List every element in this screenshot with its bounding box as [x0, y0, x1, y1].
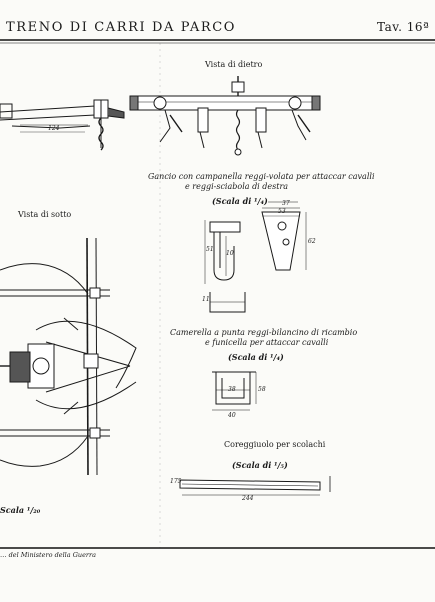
plate-number: Tav. 16ª	[377, 20, 430, 34]
dimension-label: 11	[202, 296, 210, 303]
side-view-drawing	[0, 99, 125, 151]
dimension-lines	[20, 131, 300, 217]
dimension-label: 62	[308, 238, 316, 245]
dimension-label: 51	[206, 246, 214, 253]
hook-detail-drawing	[204, 201, 307, 313]
dimension-label: 175	[170, 478, 182, 485]
dimension-label: 53	[278, 208, 286, 215]
dimension-label: 58	[258, 386, 266, 393]
bottom-view-caption: Vista di sotto	[18, 210, 72, 219]
dimension-label: 37	[282, 200, 290, 207]
hook-scale: (Scala di ¹/₄)	[212, 196, 268, 206]
rear-view-drawing	[129, 76, 321, 156]
camerella-caption-line2: e funicella per attaccar cavalli	[205, 338, 329, 347]
plate-footer: … del Ministero della Guerra	[0, 551, 97, 559]
camerella-detail-drawing	[212, 371, 257, 411]
dimension-label: 38	[228, 386, 236, 393]
dimension-label: 40	[228, 412, 236, 419]
rear-view-caption: Vista di dietro	[205, 60, 263, 69]
dimension-label: 10	[226, 250, 234, 257]
rod-scale: (Scala di ¹/₅)	[232, 460, 288, 470]
dimension-label: 124	[48, 125, 60, 132]
camerella-caption-line1: Camerella a punta reggi-bilancino di ric…	[170, 328, 358, 337]
plate-frame	[0, 39, 435, 549]
camerella-scale: (Scala di ¹/₄)	[228, 352, 284, 362]
bottom-view-scale: Scala ¹/₂₀	[0, 505, 41, 515]
dimension-label: 244	[242, 495, 254, 502]
rod-caption: Coreggiuolo per scolachi	[224, 440, 326, 449]
bottom-view-drawing	[0, 237, 137, 476]
plate-title: TRENO DI CARRI DA PARCO	[6, 20, 237, 35]
rod-detail-drawing	[179, 476, 331, 496]
hook-caption-line2: e reggi-sciabola di destra	[185, 182, 289, 191]
hook-caption-line1: Gancio con campanella reggi-volata per a…	[148, 172, 375, 181]
